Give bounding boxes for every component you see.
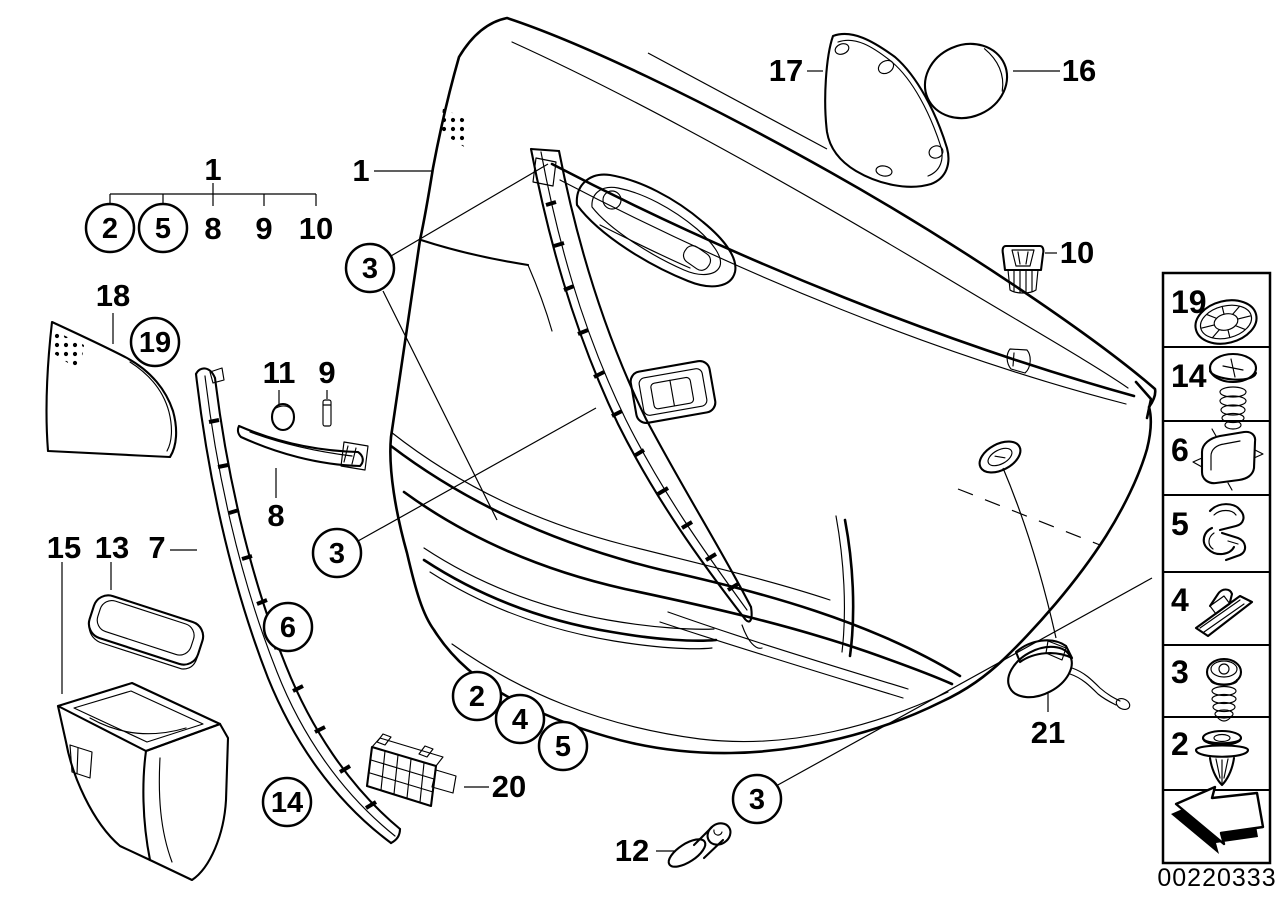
legend-item-19[interactable]: 19	[1171, 284, 1261, 350]
part-speaker-cover	[923, 42, 1009, 120]
legend-direction-arrow	[1171, 785, 1265, 854]
callout-21[interactable]: 21	[1031, 715, 1065, 750]
part-grommet-10	[1001, 244, 1045, 294]
part-armrest-lid	[87, 594, 205, 670]
callout-20[interactable]: 20	[492, 769, 526, 804]
cable-clip-icon	[1202, 503, 1247, 562]
part-pull-handle	[236, 424, 369, 471]
svg-text:14: 14	[271, 787, 303, 819]
svg-text:6: 6	[280, 612, 296, 644]
callout-18[interactable]: 18	[96, 278, 130, 313]
decor-strip	[529, 147, 763, 649]
svg-text:5: 5	[155, 213, 171, 245]
callout-7[interactable]: 7	[148, 530, 165, 565]
callout-9-group[interactable]: 9	[255, 211, 272, 246]
callout-4[interactable]: 4	[494, 693, 546, 745]
direction-of-travel-arrow-icon	[1174, 785, 1265, 846]
legend-item-3[interactable]: 3	[1171, 654, 1243, 722]
callout-1-main[interactable]: 1	[352, 153, 369, 188]
part-puddle-lamp	[1007, 639, 1131, 710]
callout-5[interactable]: 5	[537, 720, 589, 772]
svg-text:19: 19	[139, 327, 171, 359]
callout-13[interactable]: 13	[95, 530, 129, 565]
svg-text:5: 5	[555, 731, 571, 763]
legend-item-6[interactable]: 6	[1171, 428, 1264, 491]
part-tweeter-cover	[45, 320, 178, 459]
svg-text:2: 2	[1171, 726, 1189, 762]
callout-16[interactable]: 16	[1062, 53, 1096, 88]
window-switch-bezel	[629, 359, 717, 425]
part-lamp-grille	[365, 733, 457, 808]
callout-17[interactable]: 17	[769, 53, 803, 88]
trim-clip-icon	[1194, 588, 1254, 638]
pan-head-screw-icon	[1208, 352, 1258, 430]
star-washer-icon	[1194, 299, 1258, 345]
callout-19[interactable]: 19	[129, 316, 181, 368]
callout-10-group[interactable]: 10	[299, 211, 333, 246]
legend-item-14[interactable]: 14	[1171, 352, 1258, 430]
callout-5-group[interactable]: 5	[137, 202, 189, 254]
panel-hook-clip	[1006, 348, 1031, 374]
callout-1-group[interactable]: 1	[204, 152, 221, 187]
part-storage-box	[56, 681, 230, 882]
part-pin-9	[322, 399, 332, 427]
svg-text:4: 4	[1171, 582, 1189, 618]
legend-column: 19 14 6	[1161, 271, 1272, 865]
callout-6[interactable]: 6	[262, 601, 314, 653]
part-clip-12	[667, 822, 732, 868]
callout-15[interactable]: 15	[47, 530, 81, 565]
legend-item-4[interactable]: 4	[1171, 582, 1254, 638]
sheet-metal-clip-icon	[1192, 428, 1264, 491]
callout-9[interactable]: 9	[318, 355, 335, 390]
callout-2[interactable]: 2	[451, 670, 503, 722]
callout-8[interactable]: 8	[267, 498, 284, 533]
door-opener-recess	[575, 173, 737, 288]
callout-11[interactable]: 11	[263, 355, 296, 390]
svg-text:19: 19	[1171, 284, 1207, 320]
svg-text:3: 3	[1171, 654, 1189, 690]
svg-text:4: 4	[512, 704, 528, 736]
image-id: 00220333	[1157, 864, 1276, 892]
legend-item-5[interactable]: 5	[1171, 503, 1247, 562]
part-speaker-plate	[647, 32, 950, 188]
legend-item-2[interactable]: 2	[1171, 726, 1250, 787]
callout-8-group[interactable]: 8	[204, 211, 221, 246]
speaker-grille-dots	[440, 108, 470, 148]
callout-12[interactable]: 12	[615, 833, 649, 868]
lock-bezel	[978, 440, 1022, 474]
door-panel-drawing	[389, 16, 1157, 755]
svg-text:5: 5	[1171, 506, 1189, 542]
expanding-rivet-icon	[1194, 729, 1250, 787]
svg-text:3: 3	[749, 784, 765, 816]
self-tapping-screw-icon	[1205, 657, 1243, 722]
callout-3-bottom[interactable]: 3	[731, 773, 783, 825]
svg-text:2: 2	[469, 681, 485, 713]
svg-text:14: 14	[1171, 358, 1207, 394]
svg-text:3: 3	[362, 253, 378, 285]
svg-text:3: 3	[329, 538, 345, 570]
callout-14[interactable]: 14	[261, 776, 313, 828]
part-cap-11	[270, 402, 296, 432]
callout-2-group[interactable]: 2	[84, 202, 136, 254]
callout-3-top[interactable]: 3	[344, 242, 396, 294]
callout-10[interactable]: 10	[1060, 235, 1094, 270]
svg-text:2: 2	[102, 213, 118, 245]
svg-text:6: 6	[1171, 432, 1189, 468]
callout-3-mid[interactable]: 3	[311, 527, 363, 579]
callout-group-bracket	[109, 183, 317, 206]
